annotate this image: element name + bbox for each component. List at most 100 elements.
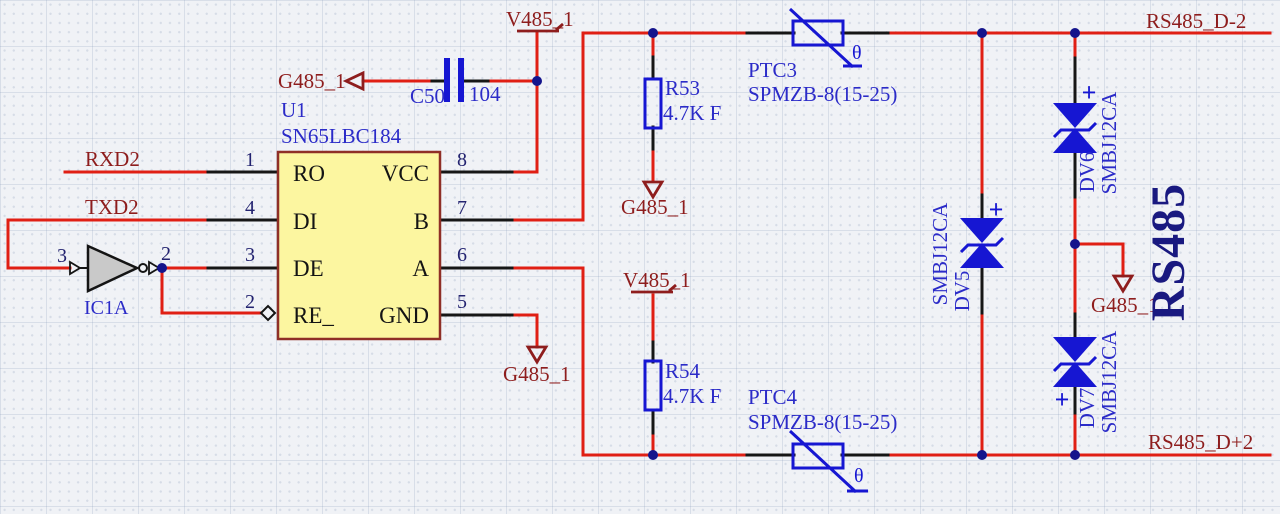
ground-port-g485-r53[interactable]: G485_1 [621, 180, 689, 219]
ground-arrow-icon [1111, 274, 1135, 294]
net-label-txd2[interactable]: TXD2 [85, 195, 139, 219]
junction-dot [1070, 28, 1080, 38]
cap-plate-right [458, 58, 464, 102]
wire-gnd-pin[interactable] [510, 313, 539, 349]
ground-arrow-icon [641, 180, 665, 200]
dv7-triangle-top [1053, 337, 1097, 362]
pin-name-b: B [414, 209, 429, 234]
bus-title-rs485: RS485 [1142, 183, 1195, 321]
ptc4-theta-symbol: θ [854, 465, 864, 487]
dv6-designator: DV6 [1075, 152, 1099, 193]
net-label-rs485-d-plus[interactable]: RS485_D+2 [1148, 430, 1253, 454]
ground-arrow-icon [525, 345, 549, 365]
inverter-designator: IC1A [84, 297, 129, 319]
dv6-zener-bar [1052, 121, 1098, 139]
dv5-triangle-bottom [960, 243, 1004, 268]
tvs-diode-dv6[interactable]: + DV6 SMBJ12CA [1052, 78, 1121, 195]
capacitor-c50[interactable]: C50 104 [410, 58, 501, 108]
ptc3-diagonal [788, 7, 855, 69]
net-label-v485-top: V485_1 [506, 7, 574, 31]
ground-arrow-icon [342, 70, 365, 92]
ptc3-body [791, 19, 845, 47]
tvs-diode-dv5[interactable]: + DV5 SMBJ12CA [928, 195, 1005, 312]
ground-port-g485-pin5[interactable]: G485_1 [503, 345, 571, 386]
ic-designator: U1 [281, 98, 307, 122]
dv7-part: SMBJ12CA [1097, 330, 1121, 434]
ic-body [276, 150, 442, 341]
ptc3-theta-symbol: θ [852, 42, 862, 64]
dv7-plus-mark: + [1055, 385, 1070, 414]
ground-port-g485-mid[interactable]: G485_1 [1091, 274, 1159, 317]
ptc4-part: SPMZB-8(15-25) [748, 410, 897, 434]
net-label-rs485-d-minus[interactable]: RS485_D-2 [1146, 9, 1246, 33]
ptc4-diagonal [788, 429, 858, 494]
pin-number-5: 5 [457, 291, 467, 313]
dv6-triangle-bottom [1053, 128, 1097, 153]
dv6-triangle-top [1053, 103, 1097, 128]
inverter-input-arrow-icon [69, 260, 82, 276]
junction-dot [977, 28, 987, 38]
inverter-triangle [86, 244, 140, 293]
pin-number-7: 7 [457, 197, 467, 219]
inverter-ic1a[interactable]: 3 2 IC1A [57, 243, 171, 319]
resistor-r53[interactable]: R53 4.7K F [643, 76, 721, 130]
r54-value: 4.7K F [663, 384, 721, 408]
dv5-designator: DV5 [950, 271, 974, 312]
dv5-triangle-top [960, 218, 1004, 243]
pin-name-di: DI [293, 209, 317, 234]
tvs-diode-dv7[interactable]: + DV7 SMBJ12CA [1052, 330, 1121, 434]
wire-txd2-loop[interactable] [6, 218, 210, 270]
ground-port-g485-cap[interactable]: G485_1 [278, 69, 365, 93]
net-label-rxd2[interactable]: RXD2 [85, 147, 140, 171]
r53-value: 4.7K F [663, 101, 721, 125]
ptc4[interactable]: θ PTC4 SPMZB-8(15-25) [748, 385, 897, 494]
ptc3[interactable]: θ PTC3 SPMZB-8(15-25) [748, 7, 897, 106]
dv5-zener-bar [959, 236, 1005, 254]
wire-vcc-to-v485[interactable] [510, 31, 539, 174]
dv5-part: SMBJ12CA [928, 202, 952, 306]
wire-mid-g485[interactable] [1073, 242, 1125, 278]
pin-number-4: 4 [245, 197, 255, 219]
ptc4-body [791, 442, 845, 470]
inverter-bubble [138, 263, 148, 273]
wire-inverter-to-re[interactable] [160, 266, 264, 315]
dv7-triangle-bottom [1053, 362, 1097, 387]
pin-name-a: A [412, 256, 429, 281]
net-label-v485-mid: V485_1 [623, 268, 691, 292]
pin-name-ro: RO [293, 161, 325, 186]
power-port-v485-top[interactable]: V485_1 [506, 7, 574, 33]
junction-dot [977, 450, 987, 460]
pin-name-gnd: GND [379, 303, 429, 328]
inverter-pin-in: 3 [57, 245, 67, 267]
wire-b-to-top-rail[interactable] [510, 31, 749, 222]
dv7-zener-bar [1052, 355, 1098, 373]
pin-name-de: DE [293, 256, 324, 281]
cap-value: 104 [469, 82, 501, 106]
power-port-v485-mid[interactable]: V485_1 [623, 268, 691, 294]
pin-number-1: 1 [245, 149, 255, 171]
ic-part-number: SN65LBC184 [281, 124, 402, 148]
resistor-r54[interactable]: R54 4.7K F [643, 359, 721, 412]
power-bar-tick [668, 283, 677, 293]
inverter-pin-out: 2 [161, 243, 171, 265]
dv6-part: SMBJ12CA [1097, 91, 1121, 195]
dv5-plus-mark: + [989, 195, 1004, 224]
pin-number-6: 6 [457, 244, 467, 266]
pin-number-3: 3 [245, 244, 255, 266]
wire-a-to-bottom-rail[interactable] [510, 266, 749, 457]
ptc4-designator: PTC4 [748, 385, 798, 409]
junction-dot [648, 28, 658, 38]
net-label-g485-cap: G485_1 [278, 69, 346, 93]
power-bar-tick [555, 22, 564, 32]
junction-dot [1070, 450, 1080, 460]
ptc3-part: SPMZB-8(15-25) [748, 82, 897, 106]
pin-name-re: RE_ [293, 303, 334, 328]
pin-number-8: 8 [457, 149, 467, 171]
junction-dot [532, 76, 542, 86]
ptc3-designator: PTC3 [748, 58, 797, 82]
r54-body [643, 359, 663, 412]
r53-body [643, 77, 663, 130]
r54-designator: R54 [665, 359, 701, 383]
ic-u1[interactable]: U1 SN65LBC184 RO DI DE RE_ VCC B A GND 1… [245, 98, 467, 341]
